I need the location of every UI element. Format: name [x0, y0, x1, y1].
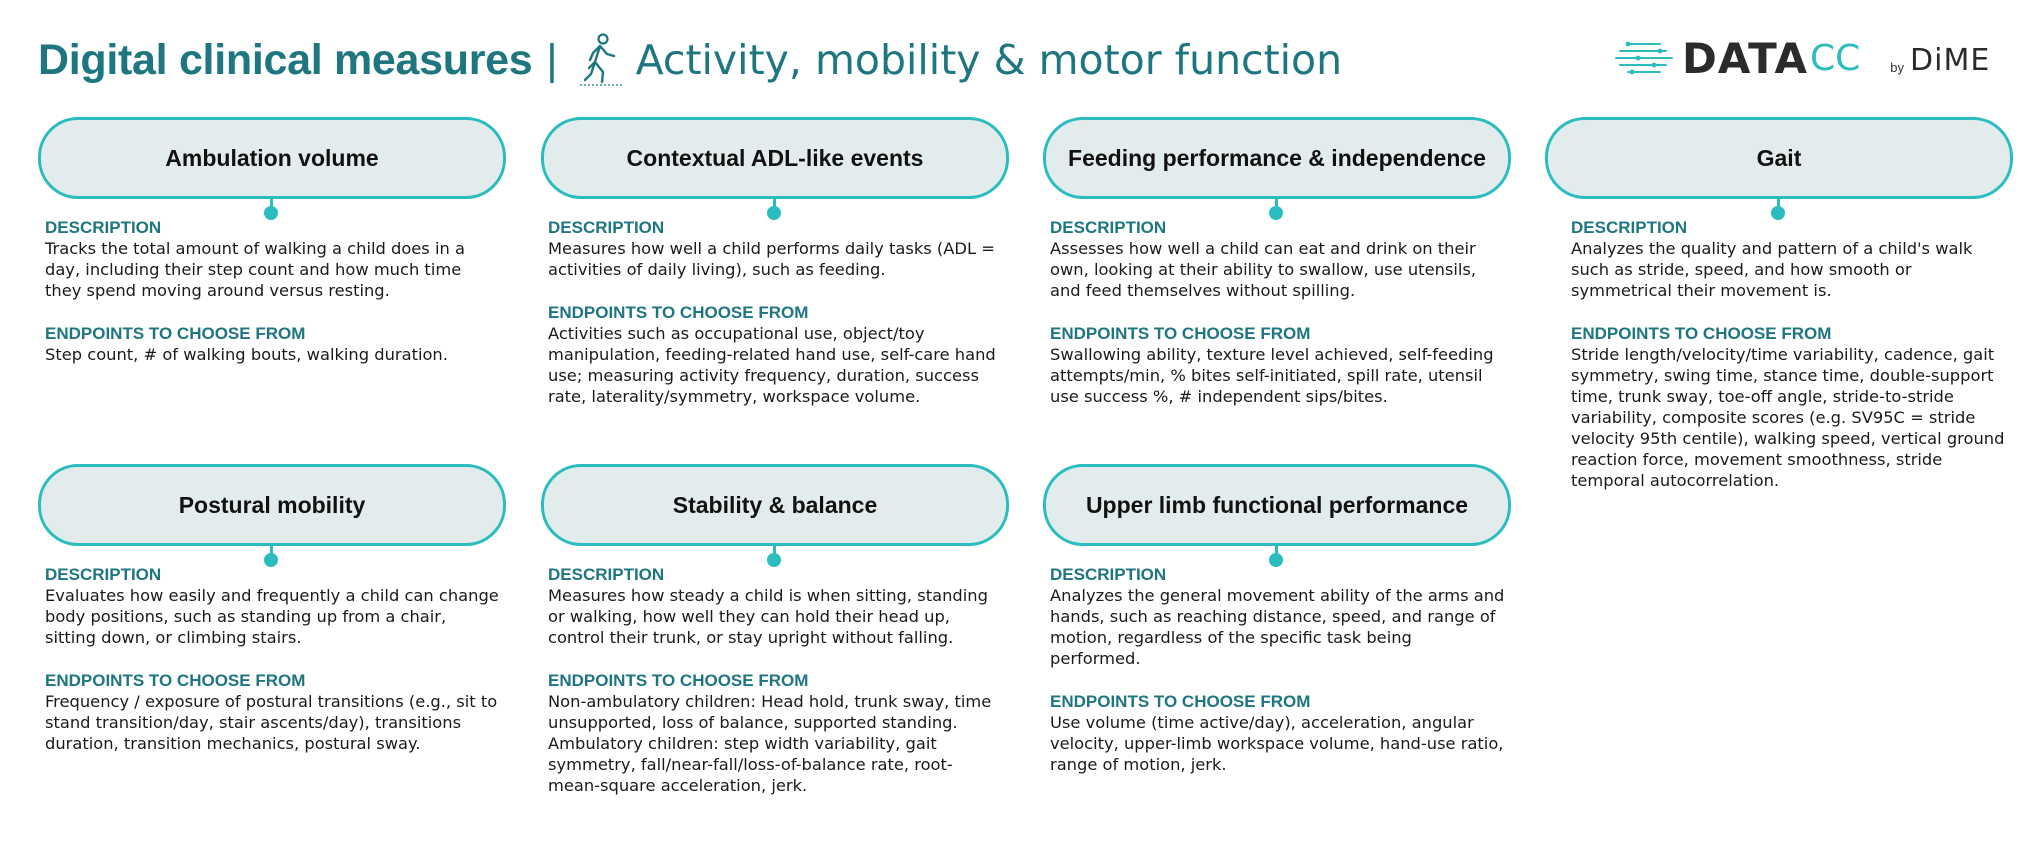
data-lines-icon: [1615, 41, 1673, 75]
description-label: DESCRIPTION: [1050, 565, 1167, 584]
endpoints-text: Use volume (time active/day), accelerati…: [1050, 713, 1504, 774]
connector-dot: [1269, 206, 1283, 220]
connector-stem: [1275, 543, 1278, 555]
logo-cc-text: CC: [1810, 37, 1861, 79]
endpoints-label: ENDPOINTS TO CHOOSE FROM: [45, 671, 306, 690]
endpoints-label: ENDPOINTS TO CHOOSE FROM: [45, 324, 306, 343]
card-body: DESCRIPTION Measures how well a child pe…: [548, 217, 1004, 407]
card-body: DESCRIPTION Assesses how well a child ca…: [1050, 217, 1506, 407]
card-body: DESCRIPTION Tracks the total amount of w…: [45, 217, 501, 365]
endpoints-text: Activities such as occupational use, obj…: [548, 324, 996, 406]
description-text: Analyzes the general movement ability of…: [1050, 586, 1505, 668]
description-label: DESCRIPTION: [45, 565, 162, 584]
datacc-logo: DATA CC by DiME: [1614, 30, 1994, 86]
description-label: DESCRIPTION: [548, 565, 665, 584]
endpoints-label: ENDPOINTS TO CHOOSE FROM: [548, 303, 809, 322]
description-text: Analyzes the quality and pattern of a ch…: [1571, 239, 1973, 300]
page-subtitle: Activity, mobility & motor function: [635, 36, 1343, 84]
card-title: Stability & balance: [672, 491, 878, 518]
logo-dime-text: DiME: [1910, 42, 1991, 78]
card-title: Postural mobility: [178, 491, 366, 518]
connector-stem: [1275, 196, 1278, 208]
page-title: Digital clinical measures: [38, 35, 533, 84]
connector-stem: [773, 196, 776, 208]
title-separator: |: [546, 35, 558, 84]
connector-stem: [270, 196, 273, 208]
description-text: Assesses how well a child can eat and dr…: [1050, 239, 1477, 300]
endpoints-text: Frequency / exposure of postural transit…: [45, 692, 498, 753]
card-header-pill: Gait: [1545, 117, 2013, 199]
card-header-pill: Ambulation volume: [38, 117, 506, 199]
card-body: DESCRIPTION Analyzes the quality and pat…: [1571, 217, 2011, 491]
description-label: DESCRIPTION: [1571, 218, 1688, 237]
logo-data-text: DATA: [1682, 33, 1809, 83]
card-title: Ambulation volume: [165, 144, 379, 171]
card-header-pill: Contextual ADL-like events: [541, 117, 1009, 199]
card-title: Upper limb functional performance: [1085, 491, 1469, 518]
endpoints-label: ENDPOINTS TO CHOOSE FROM: [548, 671, 809, 690]
card-header-pill: Stability & balance: [541, 464, 1009, 546]
card-header-pill: Feeding performance & independence: [1043, 117, 1511, 199]
connector-stem: [773, 543, 776, 555]
endpoints-text: Step count, # of walking bouts, walking …: [45, 345, 448, 364]
walking-person-icon: [579, 33, 622, 86]
connector-dot: [767, 553, 781, 567]
description-text: Evaluates how easily and frequently a ch…: [45, 586, 499, 647]
description-text: Tracks the total amount of walking a chi…: [45, 239, 465, 300]
connector-stem: [1777, 196, 1780, 208]
card-title: Feeding performance & independence: [1068, 144, 1486, 171]
connector-dot: [264, 553, 278, 567]
endpoints-text: Non-ambulatory children: Head hold, trun…: [548, 692, 992, 795]
endpoints-label: ENDPOINTS TO CHOOSE FROM: [1050, 324, 1311, 343]
endpoints-label: ENDPOINTS TO CHOOSE FROM: [1571, 324, 1832, 343]
description-label: DESCRIPTION: [548, 218, 665, 237]
description-label: DESCRIPTION: [1050, 218, 1167, 237]
page-header: Digital clinical measures | Activity, mo…: [38, 28, 1342, 92]
endpoints-text: Swallowing ability, texture level achiev…: [1050, 345, 1494, 406]
connector-dot: [1269, 553, 1283, 567]
logo-by-text: by: [1890, 59, 1905, 75]
card-body: DESCRIPTION Measures how steady a child …: [548, 564, 1004, 796]
card-header-pill: Upper limb functional performance: [1043, 464, 1511, 546]
connector-dot: [767, 206, 781, 220]
connector-dot: [1771, 206, 1785, 220]
connector-stem: [270, 543, 273, 555]
card-body: DESCRIPTION Evaluates how easily and fre…: [45, 564, 501, 754]
card-title: Contextual ADL-like events: [626, 144, 924, 171]
description-text: Measures how steady a child is when sitt…: [548, 586, 988, 647]
description-text: Measures how well a child performs daily…: [548, 239, 995, 279]
card-header-pill: Postural mobility: [38, 464, 506, 546]
endpoints-text: Stride length/velocity/time variability,…: [1571, 345, 2005, 490]
card-title: Gait: [1756, 144, 1802, 171]
connector-dot: [264, 206, 278, 220]
card-body: DESCRIPTION Analyzes the general movemen…: [1050, 564, 1506, 775]
description-label: DESCRIPTION: [45, 218, 162, 237]
endpoints-label: ENDPOINTS TO CHOOSE FROM: [1050, 692, 1311, 711]
